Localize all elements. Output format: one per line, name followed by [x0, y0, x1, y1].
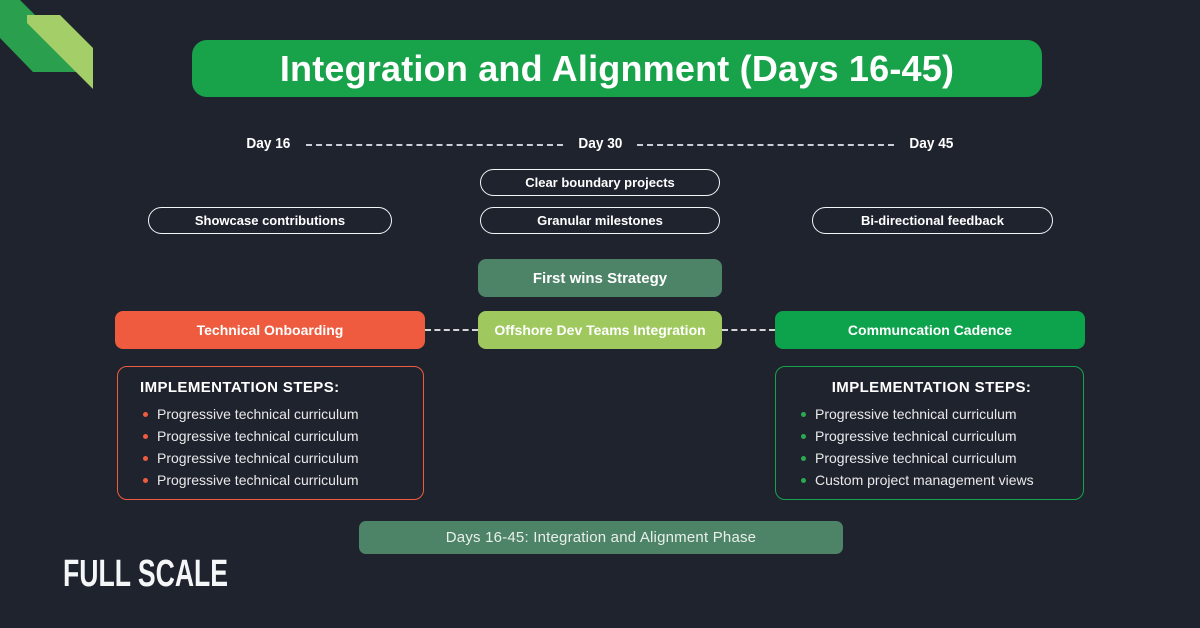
- bullet-icon: [143, 433, 148, 439]
- implementation-step: Progressive technical curriculum: [798, 447, 1065, 469]
- bullet-icon: [143, 477, 148, 483]
- pill-clear-boundary-projects: Clear boundary projects: [480, 169, 720, 196]
- bullet-icon: [801, 433, 806, 439]
- implementation-step: Progressive technical curriculum: [140, 403, 405, 425]
- bullet-icon: [801, 477, 806, 483]
- phase-summary-banner: Days 16-45: Integration and Alignment Ph…: [359, 521, 843, 554]
- implementation-step: Progressive technical curriculum: [140, 425, 405, 447]
- timeline-label-day16: Day 16: [246, 136, 291, 152]
- page-title: Integration and Alignment (Days 16-45): [279, 47, 955, 89]
- implementation-step: Progressive technical curriculum: [140, 469, 405, 491]
- implementation-steps-list: Progressive technical curriculum Progres…: [140, 403, 405, 491]
- full-scale-wordmark: FULL SCALE: [63, 553, 229, 595]
- track-offshore-dev-teams-integration: Offshore Dev Teams Integration: [478, 311, 722, 349]
- track-connector-right: [722, 329, 775, 331]
- corner-ribbon-logo-icon: [0, 0, 93, 89]
- pill-showcase-contributions: Showcase contributions: [148, 207, 392, 234]
- timeline: Day 16 Day 30 Day 45: [245, 135, 955, 153]
- timeline-label-day30: Day 30: [578, 136, 622, 152]
- implementation-steps-heading: IMPLEMENTATION STEPS:: [140, 379, 340, 396]
- implementation-steps-heading: IMPLEMENTATION STEPS:: [831, 379, 1032, 396]
- implementation-step: Progressive technical curriculum: [140, 447, 405, 469]
- bullet-icon: [143, 411, 148, 417]
- title-banner: Integration and Alignment (Days 16-45): [192, 40, 1042, 97]
- timeline-label-day45: Day 45: [909, 136, 954, 152]
- implementation-card-left: IMPLEMENTATION STEPS: Progressive techni…: [117, 366, 424, 500]
- first-wins-strategy-box: First wins Strategy: [478, 259, 722, 297]
- implementation-card-right: IMPLEMENTATION STEPS: Progressive techni…: [775, 366, 1084, 500]
- bullet-icon: [801, 411, 806, 417]
- timeline-dash-line-2: [637, 143, 895, 146]
- bullet-icon: [801, 455, 806, 461]
- track-communication-cadence: Communcation Cadence: [775, 311, 1085, 349]
- timeline-dash-line-1: [305, 143, 563, 146]
- track-connector-left: [425, 329, 478, 331]
- implementation-steps-list: Progressive technical curriculum Progres…: [798, 403, 1065, 491]
- bullet-icon: [143, 455, 148, 461]
- implementation-step: Custom project management views: [798, 469, 1065, 491]
- pill-granular-milestones: Granular milestones: [480, 207, 720, 234]
- pill-bidirectional-feedback: Bi-directional feedback: [812, 207, 1053, 234]
- track-technical-onboarding: Technical Onboarding: [115, 311, 425, 349]
- implementation-step: Progressive technical curriculum: [798, 425, 1065, 447]
- implementation-step: Progressive technical curriculum: [798, 403, 1065, 425]
